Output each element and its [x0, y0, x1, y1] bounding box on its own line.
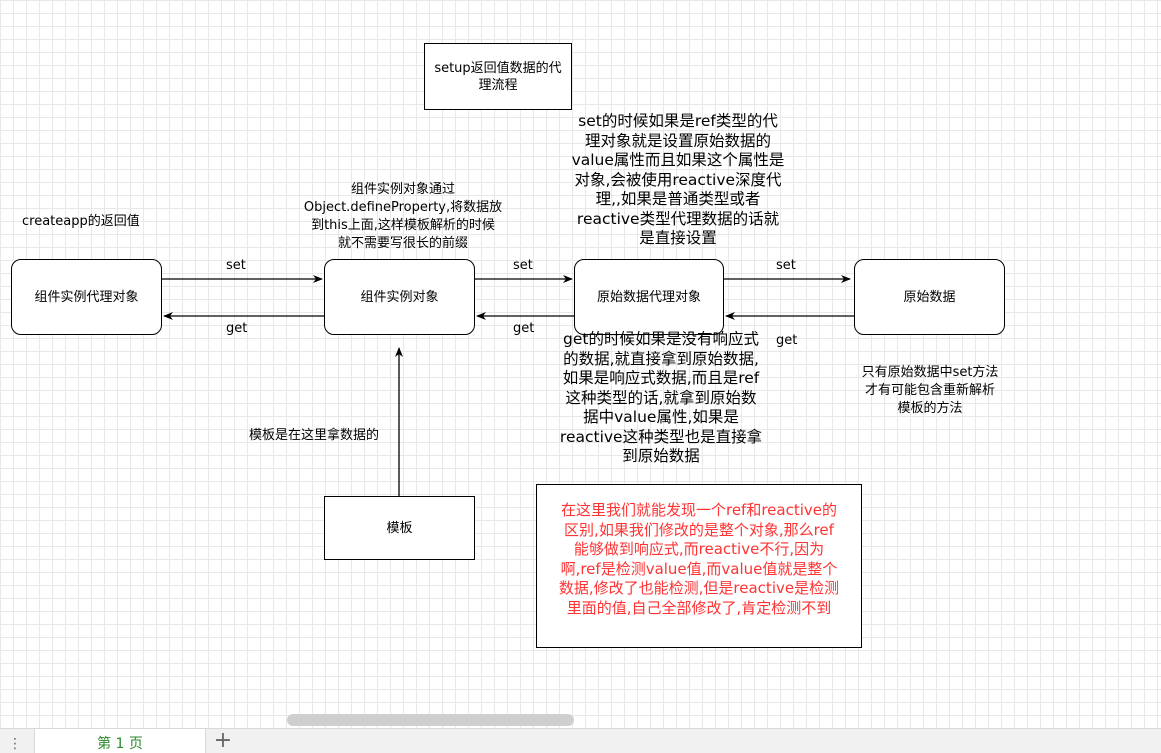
add-page-icon[interactable]: + [213, 729, 233, 753]
raw-data-note-line: 模板的方法 [897, 401, 963, 416]
ref-reactive-note[interactable]: 在这里我们就能发现一个ref和reactive的 区别,如果我们修改的是整个对象… [536, 484, 862, 648]
get-note-line: 据中value属性,如果是 [583, 408, 739, 426]
raw-data-note-line: 才有可能包含重新解析 [864, 383, 995, 398]
diagram-canvas[interactable]: setup返回值数据的代 理流程 set的时候如果是ref类型的代 理对象就是设… [0, 0, 1161, 716]
raw-data-node[interactable]: 原始数据 [854, 259, 1005, 335]
raw-data-proxy-node[interactable]: 原始数据代理对象 [574, 259, 724, 335]
set-note-line: set的时候如果是ref类型的代 [578, 112, 778, 130]
get-note-line: 这种类型的话,就拿到原始数 [565, 388, 757, 407]
instance-note-line: 就不需要写很长的前缀 [337, 236, 468, 251]
raw-data-note[interactable]: 只有原始数据中set方法 才有可能包含重新解析 模板的方法 [845, 364, 1015, 418]
horizontal-scrollbar[interactable] [287, 714, 574, 726]
instance-note[interactable]: 组件实例对象通过 Object.defineProperty,将数据放 到thi… [286, 181, 520, 253]
get-note-line: 到原始数据 [622, 447, 700, 465]
title-box[interactable]: setup返回值数据的代 理流程 [424, 43, 572, 110]
title-line: 理流程 [478, 77, 518, 93]
get-note-line: 如果是响应式数据,而且是ref [562, 369, 760, 387]
component-instance-node[interactable]: 组件实例对象 [324, 259, 475, 335]
connector-arrows [162, 275, 854, 496]
get-note-line: 的数据,就直接拿到原始数据, [563, 349, 759, 368]
set-note[interactable]: set的时候如果是ref类型的代 理对象就是设置原始数据的 value属性而且如… [548, 112, 808, 249]
component-proxy-node[interactable]: 组件实例代理对象 [11, 259, 162, 335]
set-note-line: value属性而且如果这个属性是 [571, 151, 785, 169]
raw-data-note-line: 只有原始数据中set方法 [861, 365, 999, 380]
template-label: 模板 [386, 520, 413, 536]
red-note-line: 里面的值,自己全部修改了,肯定检测不到 [566, 598, 832, 617]
red-note-line: 区别,如果我们修改的是整个对象,那么ref [564, 520, 834, 539]
set-label-2[interactable]: set [513, 258, 533, 273]
set-label-1[interactable]: set [226, 258, 246, 273]
red-note-line: 在这里我们就能发现一个ref和reactive的 [560, 501, 837, 519]
set-label-3[interactable]: set [776, 258, 796, 273]
title-line: setup返回值数据的代 [434, 60, 562, 76]
template-note[interactable]: 模板是在这里拿数据的 [249, 428, 380, 443]
set-note-line: 理对象就是设置原始数据的 [584, 131, 771, 150]
get-label-2[interactable]: get [513, 321, 535, 336]
title-box-text: setup返回值数据的代 理流程 [434, 60, 561, 94]
component-proxy-label: 组件实例代理对象 [34, 289, 139, 305]
red-note-line: 啊,ref是检测value值,而value值就是整个 [560, 559, 838, 578]
get-note[interactable]: get的时候如果是没有响应式 的数据,就直接拿到原始数据, 如果是响应式数据,而… [533, 330, 789, 467]
set-note-line: reactive类型代理数据的话就 [576, 209, 780, 228]
tab-page-1[interactable]: 第 1 页 [34, 729, 206, 753]
instance-note-line: 到this上面,这样模板解析的时候 [311, 218, 495, 233]
createapp-label[interactable]: createapp的返回值 [22, 214, 140, 229]
page-tab-bar: ⋮ 第 1 页 + [0, 728, 1161, 753]
red-note-line: 数据,修改了也能检测,但是reactive是检测 [558, 579, 840, 597]
get-label-3[interactable]: get [776, 333, 798, 348]
page-menu-icon[interactable]: ⋮ [8, 736, 20, 752]
red-note-line: 能够做到响应式,而reactive不行,因为 [573, 540, 825, 558]
instance-note-line: Object.defineProperty,将数据放 [303, 200, 503, 215]
get-label-1[interactable]: get [226, 321, 248, 336]
raw-data-proxy-label: 原始数据代理对象 [596, 289, 701, 305]
get-note-line: get的时候如果是没有响应式 [563, 330, 759, 348]
set-note-line: 是直接设置 [639, 229, 717, 247]
instance-note-line: 组件实例对象通过 [350, 182, 455, 197]
component-instance-label: 组件实例对象 [360, 289, 439, 305]
set-note-line: 对象,会被使用reactive深度代 [574, 170, 782, 189]
template-node[interactable]: 模板 [324, 496, 475, 560]
raw-data-label: 原始数据 [903, 289, 956, 305]
get-note-line: reactive这种类型也是直接拿 [559, 427, 763, 446]
set-note-line: 理,,如果是普通类型或者 [595, 190, 761, 208]
